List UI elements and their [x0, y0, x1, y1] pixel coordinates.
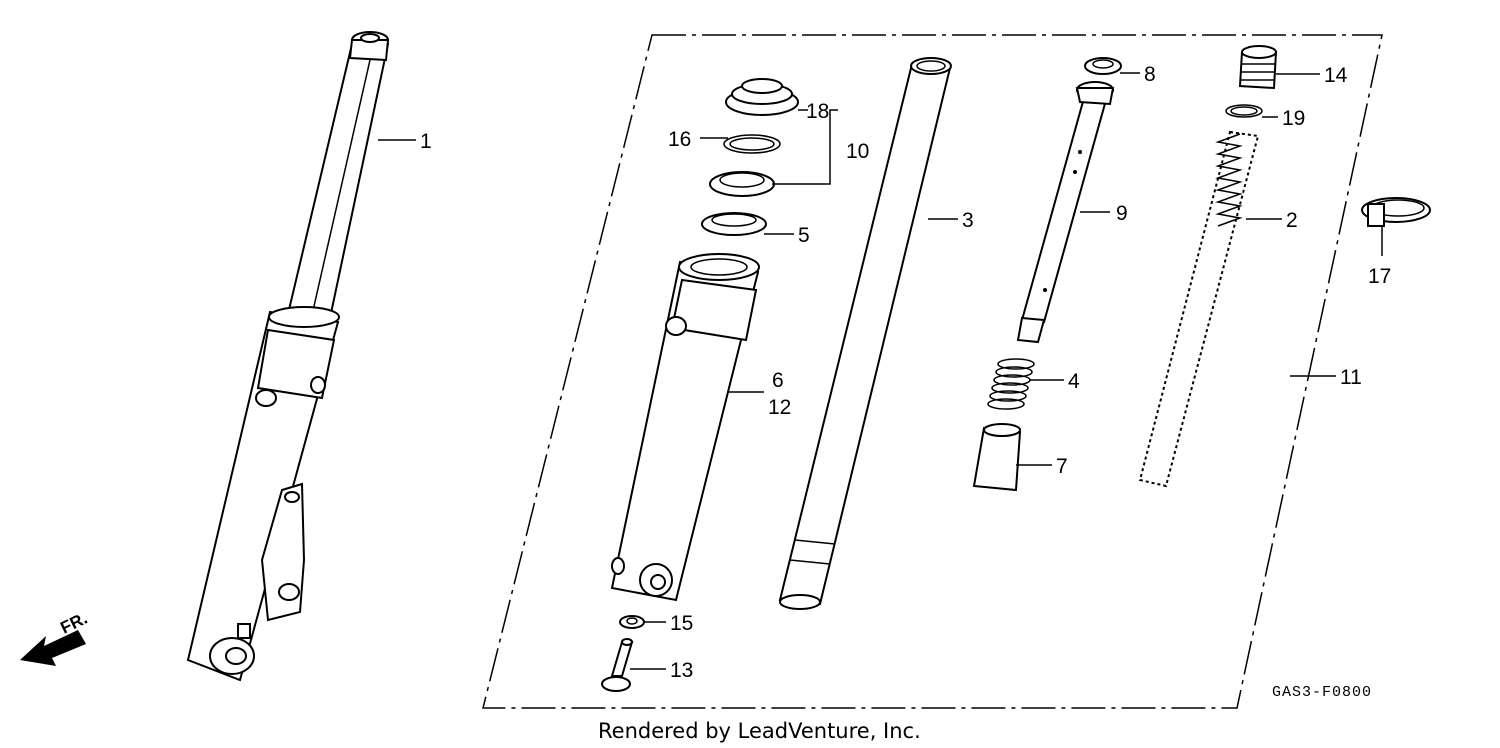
- fork-pipe[interactable]: [778, 57, 952, 610]
- damper-rod[interactable]: [1016, 81, 1115, 344]
- socket-bolt[interactable]: [601, 638, 634, 692]
- diagram-code: GAS3-F0800: [1272, 684, 1372, 701]
- callout-4: 4: [1068, 370, 1080, 393]
- direction-label: FR.: [57, 609, 90, 638]
- fork-clamp[interactable]: [1361, 197, 1431, 227]
- callout-6: 6: [772, 369, 784, 392]
- callout-11: 11: [1340, 366, 1362, 389]
- callout-labels: 1 2 3 4 5 6 12 7 8 9 10 11 13 14 15 16 1…: [420, 63, 1391, 682]
- callout-16: 16: [668, 128, 691, 151]
- fork-spring[interactable]: [1138, 130, 1260, 488]
- render-credit: Rendered by LeadVenture, Inc.: [598, 719, 921, 743]
- callout-7: 7: [1056, 455, 1068, 478]
- oil-lock-piece[interactable]: [972, 423, 1022, 492]
- o-ring[interactable]: [1225, 104, 1263, 118]
- dust-seal[interactable]: [725, 78, 799, 116]
- callout-12: 12: [768, 396, 791, 419]
- callout-2: 2: [1286, 209, 1298, 232]
- callout-14: 14: [1324, 64, 1348, 87]
- callout-15: 15: [670, 612, 693, 635]
- piston-ring[interactable]: [1084, 57, 1122, 75]
- callout-3: 3: [962, 209, 974, 232]
- front-direction-indicator: FR.: [20, 609, 90, 666]
- callout-13: 13: [670, 659, 693, 682]
- callout-10: 10: [846, 140, 869, 163]
- stopper-ring[interactable]: [723, 134, 781, 154]
- callout-8: 8: [1144, 63, 1156, 86]
- rebound-spring[interactable]: [987, 358, 1035, 410]
- leader-lines: [378, 72, 1383, 670]
- fork-bolt[interactable]: [1238, 45, 1278, 90]
- callout-19: 19: [1282, 107, 1305, 130]
- callout-17: 17: [1368, 265, 1391, 288]
- fork-slider[interactable]: [610, 253, 760, 602]
- callout-5: 5: [798, 224, 810, 247]
- sealing-washer[interactable]: [619, 615, 645, 629]
- oil-seal[interactable]: [709, 171, 775, 197]
- assembly-frame: [482, 34, 1383, 709]
- arrow-icon: [20, 630, 86, 666]
- callout-18: 18: [806, 100, 829, 123]
- fork-assembly[interactable]: [186, 31, 390, 682]
- backup-ring[interactable]: [701, 212, 767, 236]
- callout-9: 9: [1116, 202, 1128, 225]
- callout-1: 1: [420, 130, 432, 153]
